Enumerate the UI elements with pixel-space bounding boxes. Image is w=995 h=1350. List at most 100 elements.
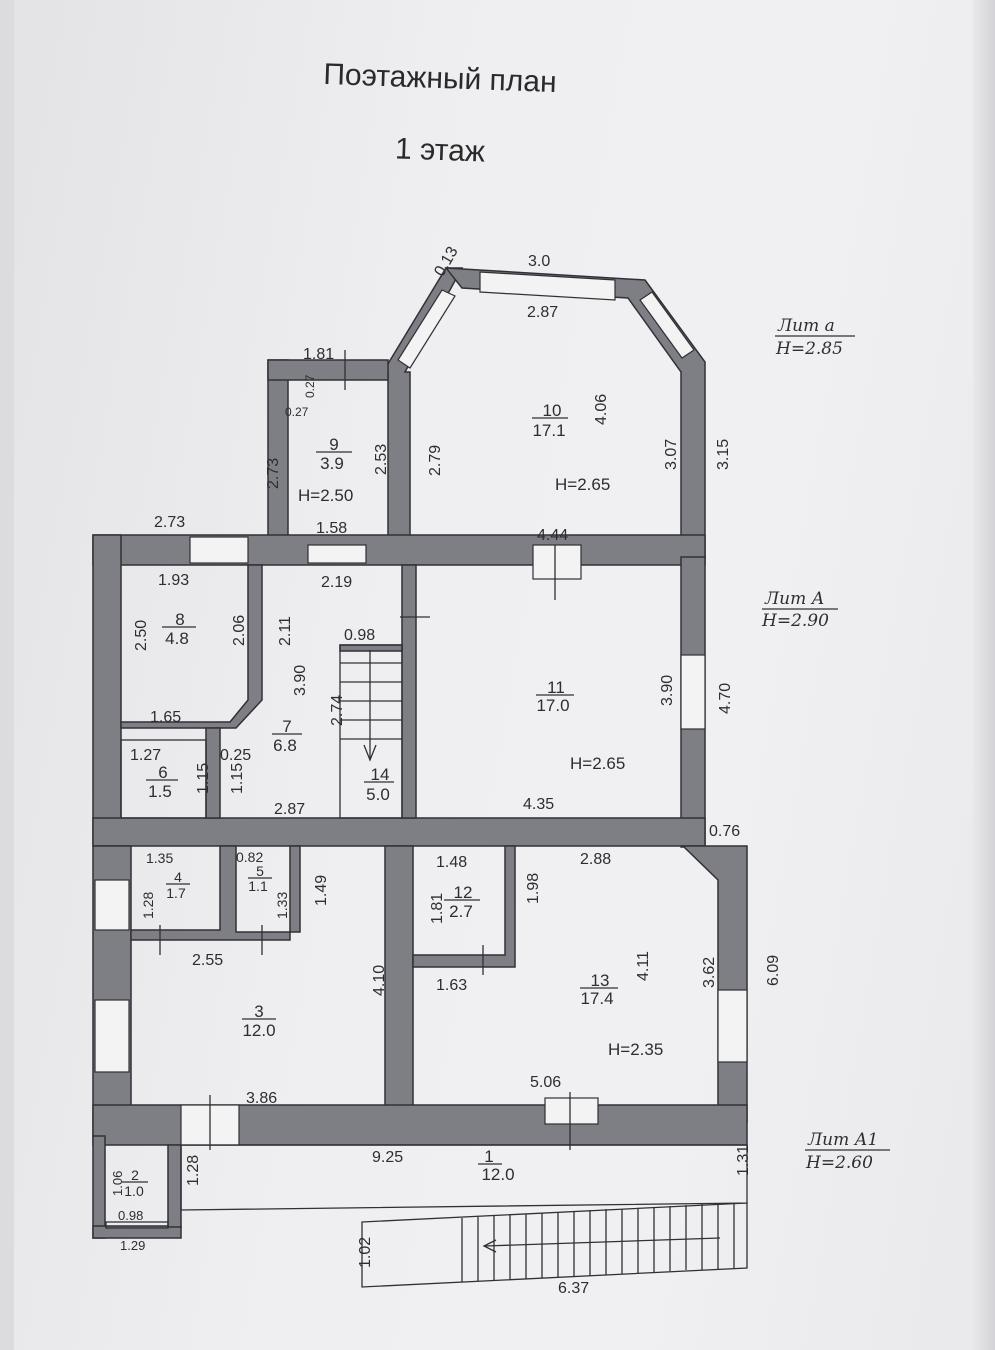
room-3-number: 3 — [254, 1002, 263, 1021]
dim-9: 4.06 — [593, 394, 610, 425]
dim-1: 3.0 — [528, 253, 550, 270]
dim-13: 2.73 — [154, 514, 185, 531]
wall-room9-top — [267, 359, 389, 381]
dim-25: 1.65 — [150, 709, 181, 726]
wall-room12 — [412, 845, 516, 968]
wall-rooms-4-5 — [130, 845, 301, 941]
window-bay-front — [479, 271, 616, 301]
room-6-area: 1.5 — [148, 782, 172, 801]
window-room3 — [94, 999, 130, 1073]
wall-vest-bottom — [92, 1225, 182, 1239]
dim-41: 1.98 — [525, 873, 542, 904]
window-bay-left — [397, 289, 456, 369]
dim-15: 2.19 — [321, 574, 352, 591]
wall-room9-left — [267, 359, 289, 546]
dim-3: 1.81 — [303, 346, 334, 363]
wall-a1-middle — [384, 845, 414, 1107]
dim-2: 2.87 — [527, 304, 558, 321]
dim-46: 3.62 — [701, 957, 718, 988]
dim-53: 1.28 — [185, 1155, 202, 1186]
room-13-area: 17.4 — [580, 989, 613, 1008]
dim-40: 1.81 — [429, 893, 446, 924]
room-5-area: 1.1 — [248, 878, 268, 894]
wall-room11-left — [401, 564, 417, 819]
lit-labels: Лит а H=2.85 Лит А H=2.90 Лит А1 H=2.60 — [761, 316, 878, 1173]
room-12-number: 12 — [454, 883, 473, 902]
wall-a-left — [92, 534, 122, 846]
room-3-area: 12.0 — [242, 1021, 275, 1040]
dim-16: 1.93 — [158, 572, 189, 589]
window-room11 — [680, 654, 706, 730]
room-heights: H=2.50 H=2.65 H=2.65 H=2.35 — [298, 475, 663, 1059]
dim-44: 1.63 — [436, 977, 467, 994]
dim-5: 0.27 — [285, 405, 309, 419]
window-room8 — [189, 536, 249, 564]
dim-32: 0.76 — [709, 823, 740, 840]
room-10-number: 10 — [543, 401, 562, 420]
wall-vest-left — [92, 1135, 106, 1239]
dim-4: 0.27 — [303, 374, 317, 398]
dim-31: 4.35 — [523, 796, 554, 813]
stair-room14 — [339, 644, 403, 819]
dim-23: 3.90 — [659, 675, 676, 706]
dim-57: 6.37 — [558, 1280, 589, 1297]
sheet-right-edge — [973, 0, 995, 1350]
dim-10: 3.07 — [663, 439, 680, 470]
dim-28: 1.15 — [195, 763, 212, 794]
room-14-number: 14 — [371, 765, 390, 784]
height-room11: H=2.65 — [570, 754, 625, 773]
dim-51: 1.31 — [735, 1145, 752, 1176]
dim-7: 2.53 — [373, 444, 390, 475]
room-8-area: 4.8 — [165, 629, 189, 648]
dim-19: 2.11 — [277, 616, 294, 646]
room-2-number: 2 — [131, 1167, 139, 1183]
room6-outline — [120, 739, 207, 819]
room-6-number: 6 — [158, 763, 167, 782]
dim-35: 1.48 — [436, 854, 467, 871]
dim-42: 2.55 — [192, 952, 223, 969]
height-room10: H=2.65 — [555, 475, 610, 494]
room-7-area: 6.8 — [273, 736, 297, 755]
thin-lines — [105, 335, 890, 1288]
dim-50: 9.25 — [372, 1149, 403, 1166]
lit-a-name: Лит а — [777, 316, 835, 336]
room-14-area: 5.0 — [366, 785, 390, 804]
door-room11 — [532, 544, 582, 580]
outside-stairs — [361, 1202, 748, 1288]
windows — [94, 271, 748, 1146]
dim-22: 2.74 — [329, 695, 346, 726]
window-room4 — [94, 879, 130, 931]
dim-47: 6.09 — [765, 955, 782, 986]
dim-20: 0.98 — [344, 627, 375, 644]
dimensions: 0.13 3.0 2.87 1.81 0.27 0.27 2.73 2.53 2… — [110, 244, 782, 1297]
dim-56: 1.02 — [357, 1237, 374, 1268]
dim-37: 1.28 — [140, 892, 156, 919]
room-1-number: 1 — [484, 1147, 493, 1166]
stair-top — [339, 644, 403, 652]
dim-43: 4.10 — [371, 965, 388, 996]
dim-36: 2.88 — [580, 851, 611, 868]
dim-55: 1.29 — [120, 1238, 145, 1253]
door-room7 — [307, 544, 367, 564]
wall-bay-left — [381, 267, 464, 546]
wall-a-top — [92, 534, 706, 566]
room-1-area: 12.0 — [481, 1165, 514, 1184]
wall-room8 — [120, 564, 263, 729]
dim-21: 3.90 — [292, 665, 309, 696]
room1-outline — [180, 1144, 748, 1211]
dim-39: 1.49 — [313, 875, 330, 906]
lit-A1-height: H=2.60 — [805, 1153, 873, 1173]
dim-12: 1.58 — [316, 520, 347, 537]
window-room13 — [717, 989, 748, 1063]
dim-33: 1.35 — [146, 850, 173, 866]
dim-27: 0.25 — [220, 747, 251, 764]
room-9-number: 9 — [329, 435, 338, 454]
wall-a-bottom — [92, 817, 706, 847]
lit-a-height: H=2.85 — [775, 339, 843, 359]
dim-18: 2.06 — [231, 615, 248, 646]
dim-6: 2.73 — [265, 458, 282, 489]
lit-A-height: H=2.90 — [761, 611, 829, 631]
dim-11: 3.15 — [715, 439, 732, 470]
walls — [92, 267, 748, 1239]
room-9-area: 3.9 — [320, 454, 344, 473]
